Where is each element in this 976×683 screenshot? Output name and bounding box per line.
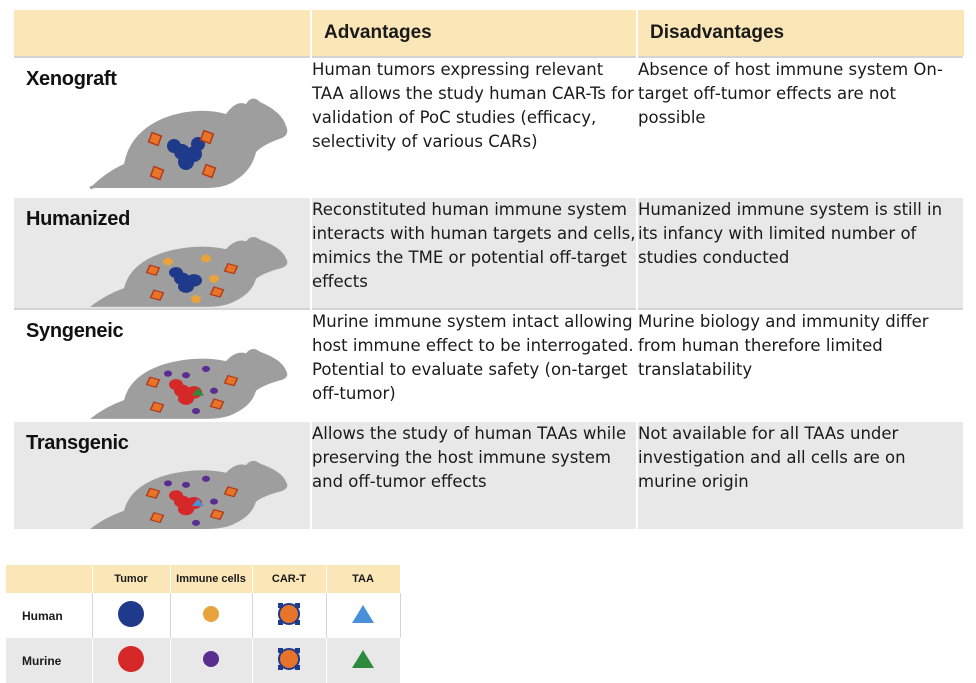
car-t-icon xyxy=(278,647,300,670)
tumor-icon xyxy=(118,645,144,672)
legend-label-murine: Murine xyxy=(6,638,93,683)
advantages-transgenic: Allows the study of human TAAs while pre… xyxy=(311,420,638,529)
model-cell-xenograft: Xenograft xyxy=(14,56,312,197)
mouse-icon xyxy=(90,237,288,307)
legend-murine-immune xyxy=(170,638,253,683)
car-t-icon xyxy=(145,374,239,413)
legend-header-blank xyxy=(6,565,93,593)
taa-icon xyxy=(192,498,204,507)
comparison-table: Advantages Disadvantages Xenograft xyxy=(14,10,965,529)
car-t-icon xyxy=(145,262,239,301)
row-xenograft: Xenograft Human tumors e xyxy=(14,56,965,197)
header-row: Advantages Disadvantages xyxy=(14,10,964,57)
taa-icon xyxy=(352,649,374,668)
tumor-icon xyxy=(118,600,144,627)
disadvantages-syngeneic: Murine biology and immunity differ from … xyxy=(637,308,965,421)
tumor-icon xyxy=(169,490,202,516)
model-name-syngeneic: Syngeneic xyxy=(26,320,124,342)
disadvantages-transgenic: Not available for all TAAs under investi… xyxy=(637,420,965,529)
legend-human-cart xyxy=(252,593,327,638)
advantages-humanized: Reconstituted human immune system intera… xyxy=(311,196,638,309)
tumor-icon xyxy=(167,137,205,170)
legend-row-human: Human xyxy=(6,593,401,638)
mouse-syngeneic-icon xyxy=(90,349,288,419)
model-cell-syngeneic: Syngeneic xyxy=(14,308,312,421)
legend-label-human: Human xyxy=(6,593,93,638)
immune-cell-icon xyxy=(203,650,219,667)
car-t-icon xyxy=(278,602,300,625)
mouse-transgenic-icon xyxy=(90,460,288,529)
model-cell-humanized: Humanized xyxy=(14,196,312,309)
row-humanized: Humanized xyxy=(14,196,965,309)
header-advantages: Advantages xyxy=(311,10,638,57)
legend-header-immune: Immune cells xyxy=(170,565,253,593)
mouse-xenograft-icon xyxy=(89,98,288,190)
legend-human-tumor xyxy=(92,593,171,638)
legend-header-taa: TAA xyxy=(326,565,401,593)
immune-cell-icon xyxy=(203,605,219,622)
taa-icon xyxy=(352,604,374,623)
immune-cell-icon xyxy=(164,365,218,415)
legend-murine-taa xyxy=(326,638,401,683)
legend-murine-tumor xyxy=(92,638,171,683)
disadvantages-xenograft: Absence of host immune system On-target … xyxy=(637,56,965,197)
legend-header-tumor: Tumor xyxy=(92,565,171,593)
legend-human-taa xyxy=(326,593,401,638)
header-disadvantages: Disadvantages xyxy=(637,10,964,57)
legend-header-cart: CAR-T xyxy=(252,565,327,593)
car-t-icon xyxy=(145,486,239,524)
row-transgenic: Transgenic xyxy=(14,420,965,529)
mouse-humanized-icon xyxy=(90,237,288,307)
disadvantages-humanized: Humanized immune system is still in its … xyxy=(637,196,965,309)
mouse-icon xyxy=(90,460,288,529)
row-syngeneic: Syngeneic xyxy=(14,308,965,421)
car-t-icon xyxy=(147,129,217,181)
model-name-transgenic: Transgenic xyxy=(26,432,129,454)
advantages-syngeneic: Murine immune system intact allowing hos… xyxy=(311,308,638,421)
legend-row-murine: Murine xyxy=(6,638,401,683)
legend-human-immune xyxy=(170,593,253,638)
header-model xyxy=(14,10,312,57)
mouse-icon xyxy=(90,349,288,419)
model-name-humanized: Humanized xyxy=(26,208,130,230)
taa-icon xyxy=(192,387,204,396)
model-name-xenograft: Xenograft xyxy=(26,68,117,90)
immune-cell-icon xyxy=(163,254,219,303)
advantages-xenograft: Human tumors expressing relevant TAA all… xyxy=(311,56,638,197)
tumor-icon xyxy=(169,267,202,293)
model-cell-transgenic: Transgenic xyxy=(14,420,312,529)
legend-header-row: Tumor Immune cells CAR-T TAA xyxy=(6,565,401,593)
legend-murine-cart xyxy=(252,638,327,683)
immune-cell-icon xyxy=(164,475,218,526)
legend-table: Tumor Immune cells CAR-T TAA Human Murin… xyxy=(6,565,401,683)
mouse-icon xyxy=(89,98,288,190)
